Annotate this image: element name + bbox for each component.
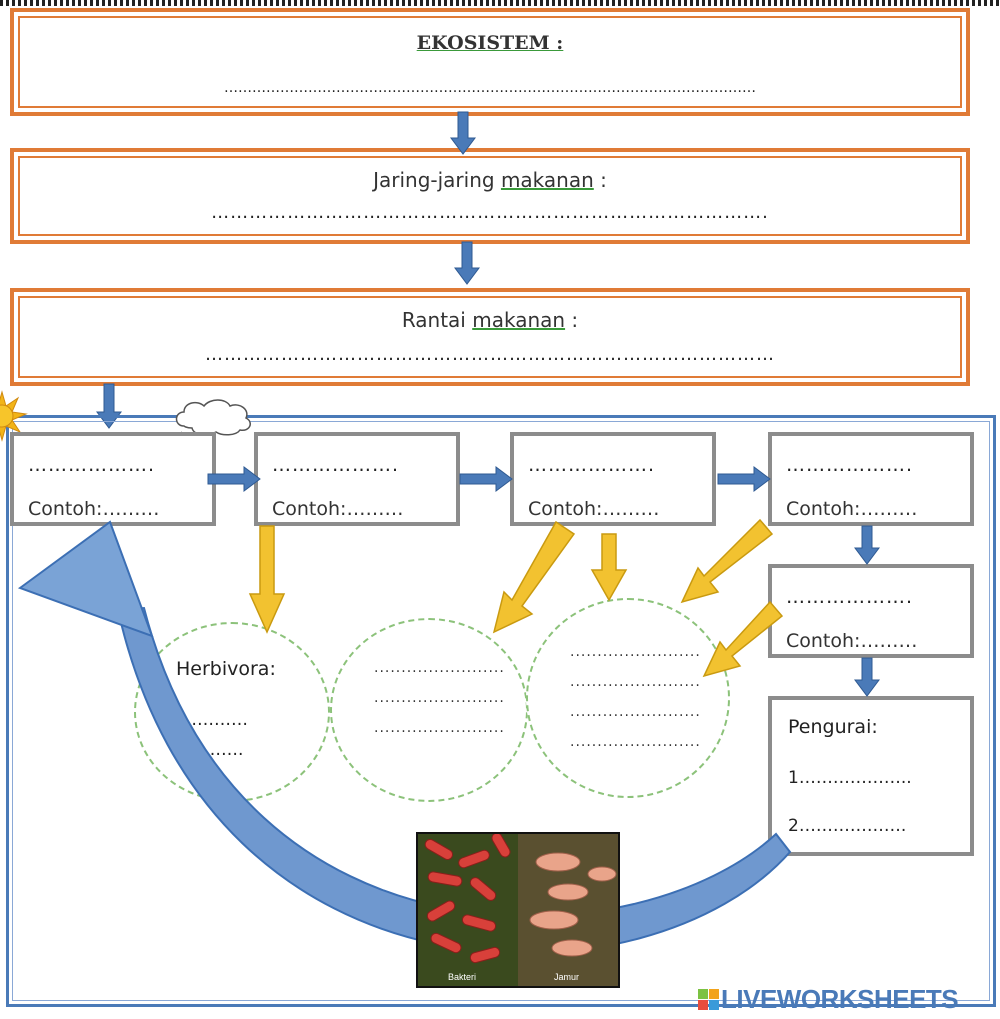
chain-arrow-3	[717, 466, 771, 492]
chain-box-4-line2: Contoh:………	[786, 498, 918, 520]
chain-box-5-line1: ……………….	[786, 586, 914, 608]
circle-3	[526, 598, 730, 798]
rantai-colon: :	[565, 308, 579, 332]
herbivora-label: Herbivora:	[176, 658, 276, 680]
circle-2-line-1: ........................	[374, 660, 505, 676]
liveworksheets-logo: LIVEWORKSHEETS	[698, 983, 959, 1014]
down-arrow-5	[854, 657, 880, 697]
chain-box-3-line2: Contoh:………	[528, 498, 660, 520]
circle-3-line-2: ........................	[570, 674, 701, 690]
rantai-title-b: makanan	[472, 308, 566, 332]
decomposer-image: Bakteri Jamur	[418, 834, 618, 986]
jaring-title: Jaring-jaring makanan :	[14, 168, 966, 192]
herbivora-dots-2: …….	[204, 740, 244, 760]
circle-2-line-3: ........................	[374, 720, 505, 736]
rantai-title-a: Rantai	[401, 308, 466, 332]
circle-3-line-1: ........................	[570, 644, 701, 660]
chain-box-5-line2: Contoh:………	[786, 630, 918, 652]
yellow-arrow-2	[492, 520, 576, 634]
yellow-arrow-1	[248, 525, 286, 634]
chain-box-2-line2: Contoh:………	[272, 498, 404, 520]
jaring-box: Jaring-jaring makanan : ……………………………………………	[10, 148, 970, 244]
herbivora-dots-1: …………	[180, 710, 248, 730]
jaring-title-b: makanan	[500, 168, 594, 192]
down-arrow-2	[454, 241, 480, 285]
circle-3-line-3: ........................	[570, 704, 701, 720]
chain-box-3-line1: ……………….	[528, 454, 656, 476]
food-chain-frame	[6, 415, 996, 1007]
jaring-colon: :	[593, 168, 607, 192]
chain-box-1-line2: Contoh:………	[28, 498, 160, 520]
yellow-arrow-5	[702, 600, 784, 678]
down-arrow-1	[450, 111, 476, 155]
chain-arrow-1	[207, 466, 261, 492]
rantai-title: Rantai makanan :	[14, 308, 966, 332]
food-chain-frame-inner	[12, 421, 990, 1001]
rantai-box: Rantai makanan : ………………………………………………………………	[10, 288, 970, 386]
chain-box-4-line1: ……………….	[786, 454, 914, 476]
yellow-arrow-3	[590, 533, 628, 602]
liveworksheets-logo-icon	[698, 988, 719, 1010]
ekosistem-box: EKOSISTEM : ……………………………………………………………………………	[10, 8, 970, 116]
chain-box-3: ………………. Contoh:………	[510, 432, 716, 526]
circle-2	[330, 618, 528, 802]
pengurai-item-2: 2……………….	[788, 816, 907, 836]
top-cut-text	[0, 0, 1000, 6]
yellow-arrow-4	[680, 518, 774, 604]
ekosistem-title-text: EKOSISTEM :	[416, 32, 564, 54]
chain-box-2: ………………. Contoh:………	[254, 432, 460, 526]
chain-arrow-2	[459, 466, 513, 492]
decomposer-photo: Bakteri Jamur	[416, 832, 620, 988]
pengurai-title: Pengurai:	[788, 716, 878, 738]
pengurai-box: Pengurai: 1……………….. 2……………….	[768, 696, 974, 856]
photo-label-left: Bakteri	[448, 972, 476, 982]
jaring-dots: …………………………………………………………………………….	[211, 202, 769, 223]
recycle-arrow-head	[17, 520, 154, 638]
pengurai-item-1: 1………………..	[788, 768, 912, 788]
circle-2-line-2: ........................	[374, 690, 505, 706]
sun-icon	[0, 390, 28, 442]
chain-box-2-line1: ……………….	[272, 454, 400, 476]
down-arrow-4	[854, 525, 880, 565]
liveworksheets-logo-text: LIVEWORKSHEETS	[721, 983, 959, 1014]
chain-box-1: ………………. Contoh:………	[10, 432, 216, 526]
jaring-title-a: Jaring-jaring	[373, 168, 495, 192]
rantai-dots: ………………………………………………………………………………	[205, 344, 775, 365]
photo-label-right: Jamur	[554, 972, 579, 982]
ekosistem-dots: ……………………………………………………………………………………………………	[224, 80, 756, 96]
chain-box-5: ………………. Contoh:………	[768, 564, 974, 658]
circle-3-line-4: ........................	[570, 734, 701, 750]
chain-box-1-line1: ……………….	[28, 454, 156, 476]
ekosistem-title: EKOSISTEM :	[14, 32, 966, 54]
